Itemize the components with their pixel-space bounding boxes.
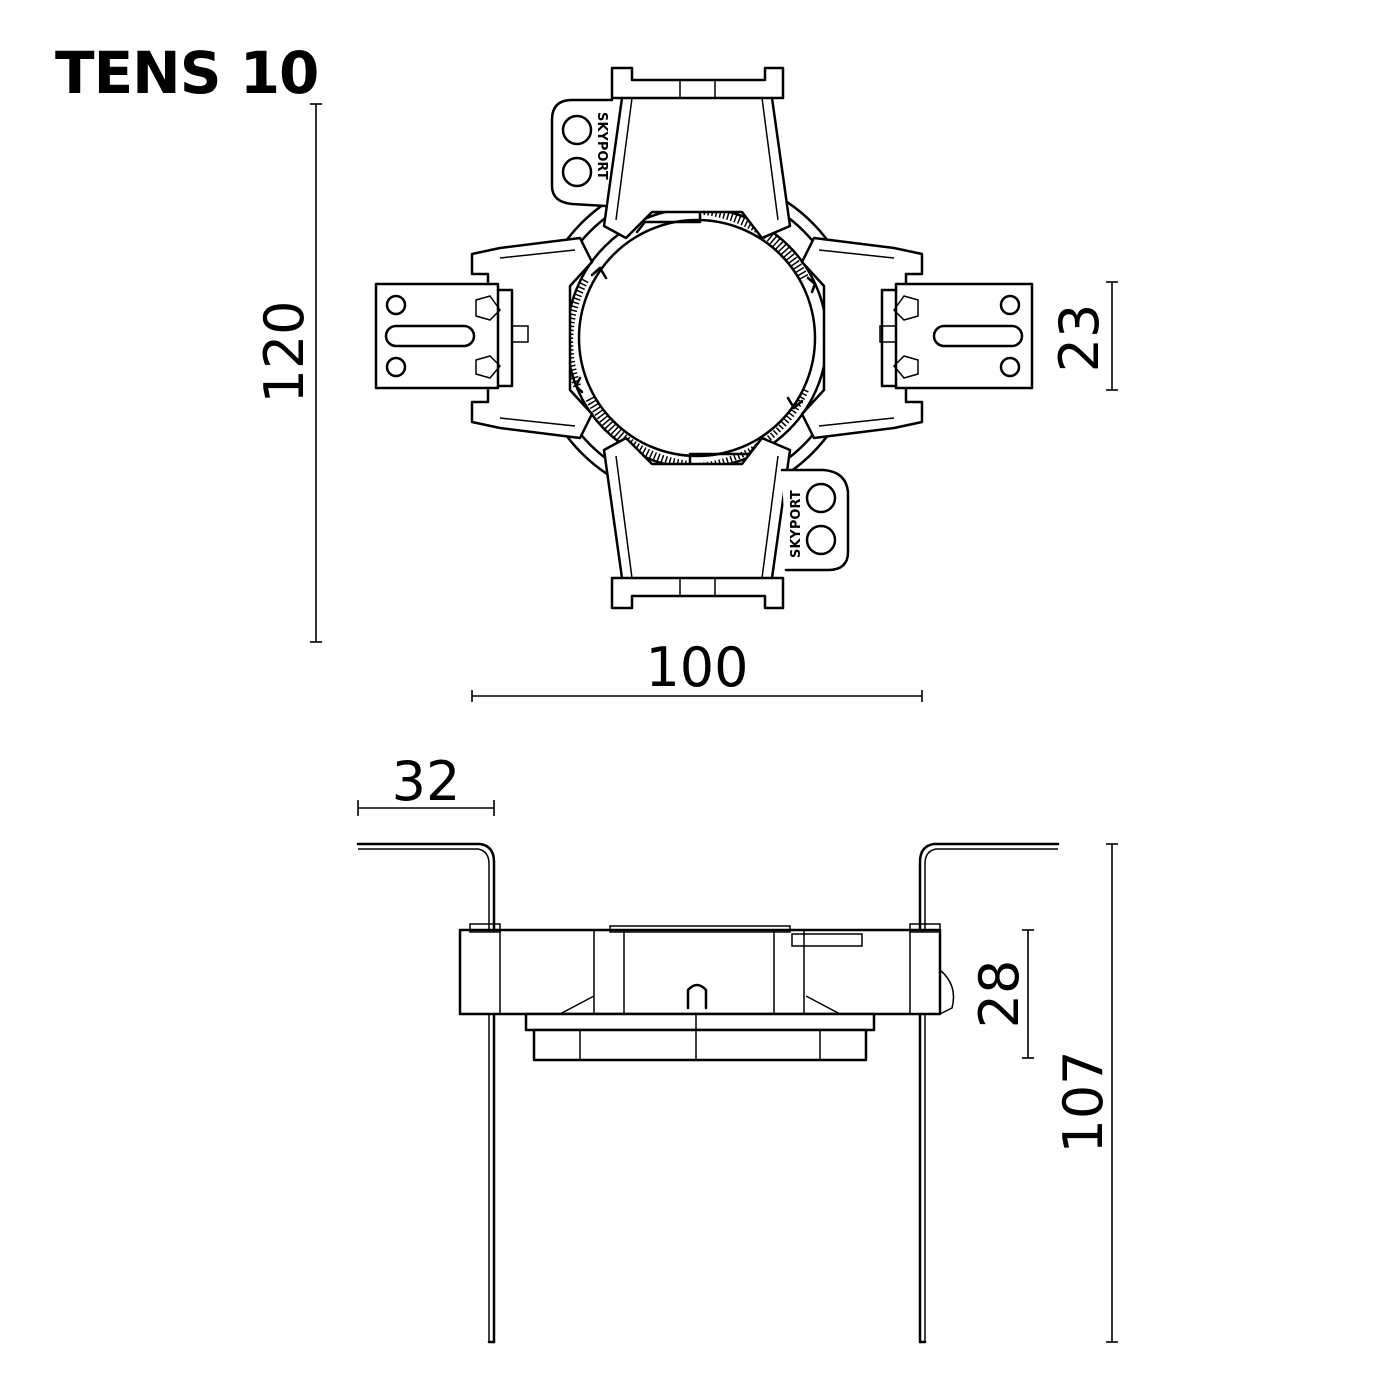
side-view: 32 28 107 [356,750,1118,1344]
dimension-120-label: 120 [253,300,316,403]
dimension-28: 28 [968,929,1034,1059]
dimension-32-label: 32 [392,750,461,813]
brand-label-bottom: SKYPORT [789,490,804,558]
dimension-107: 107 [1052,843,1118,1343]
dimension-120: 120 [253,103,322,643]
top-view: 120 100 23 [253,66,1118,702]
fixture-body-side [458,923,955,1016]
frame-arm-bottom [602,436,792,610]
dimension-23: 23 [1048,281,1118,391]
spring-left-side [356,842,496,1344]
brand-label-top: SKYPORT [594,112,609,180]
spring-right-side [918,842,1060,1344]
lamp-housing-rings [532,173,862,503]
product-title: TENS 10 [55,39,319,107]
lens-ring-side [524,995,876,1062]
spring-clip-right [879,282,1034,390]
dimension-32: 32 [357,750,495,816]
spring-clip-left [374,282,529,390]
dimension-100: 100 [471,636,923,702]
mounting-tab-bottom-right: SKYPORT [780,468,850,572]
frame-arm-top [602,66,792,240]
dimension-28-label: 28 [968,960,1031,1029]
dimension-100-label: 100 [645,636,748,699]
dimension-23-label: 23 [1048,304,1111,373]
dimension-107-label: 107 [1052,1050,1115,1153]
mounting-tab-top-left: SKYPORT [550,98,614,208]
